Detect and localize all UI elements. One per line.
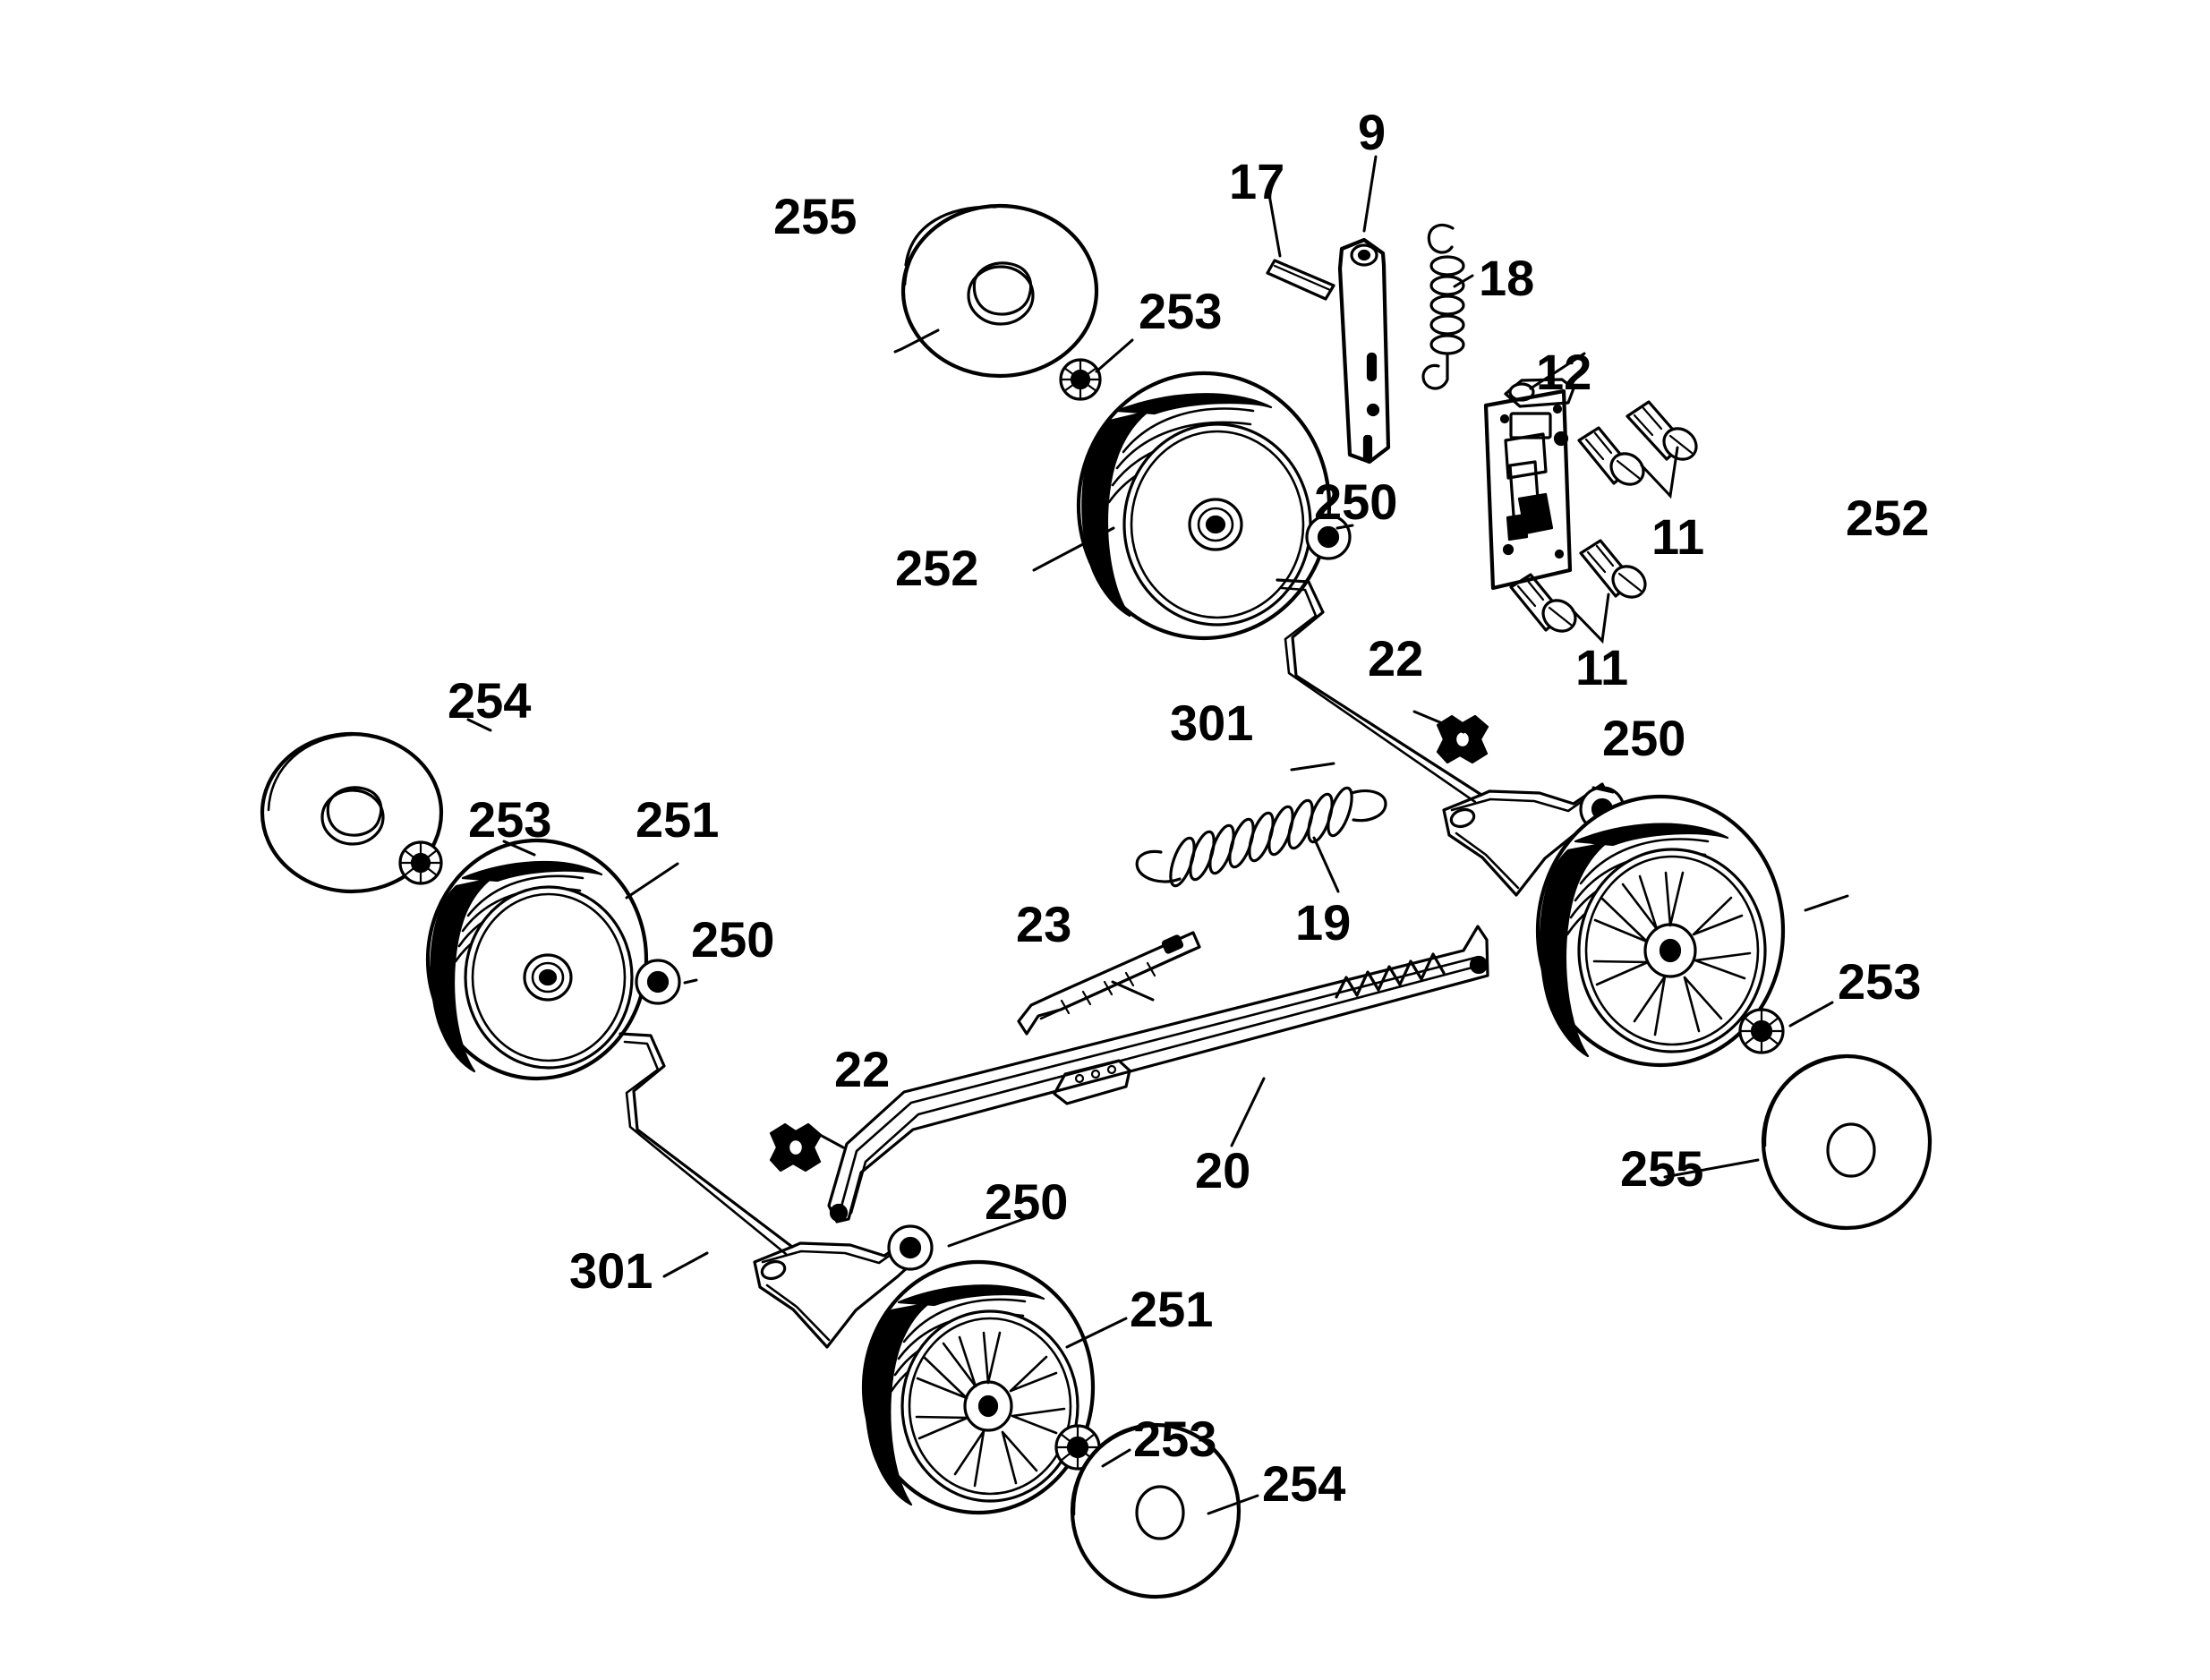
callout-9: 9: [1358, 104, 1387, 160]
part-19-extension-spring: [1135, 786, 1387, 888]
part-301-wheel-bracket-rod-upper: [1276, 578, 1613, 897]
callout-250-bot: 250: [985, 1173, 1069, 1230]
callout-253-top: 253: [1139, 283, 1223, 339]
callout-253-left: 253: [468, 791, 552, 848]
callout-301-lower: 301: [569, 1242, 653, 1299]
callout-250-left: 250: [691, 911, 775, 968]
callout-251-left: 251: [636, 791, 720, 848]
callout-301-upper: 301: [1170, 695, 1254, 751]
part-22-push-nut-clip-lower: [769, 1122, 823, 1173]
part-250-washer-left: [635, 959, 681, 1005]
part-12-switch-bracket: [1483, 378, 1575, 591]
part-17-roll-pin: [1266, 259, 1335, 301]
part-250-washer-top: [1305, 514, 1352, 560]
part-251-front-wheel-bottom: [861, 1259, 1096, 1515]
part-18-torsion-spring: [1421, 223, 1465, 390]
part-250-washer-bottom: [887, 1224, 934, 1271]
callout-253-right: 253: [1838, 953, 1922, 1010]
part-254-flat-washer-left: [260, 731, 444, 894]
callout-19: 19: [1295, 894, 1352, 951]
callout-18: 18: [1479, 250, 1535, 306]
part-301-wheel-bracket-rod-lower: [619, 1032, 924, 1349]
part-255-flat-washer-top: [900, 203, 1099, 379]
callout-12: 12: [1536, 344, 1592, 400]
part-253-lock-washer-right: [1738, 1008, 1785, 1054]
callout-17: 17: [1229, 153, 1285, 209]
part-255-flat-washer-right: [1761, 1053, 1933, 1231]
callout-252-right: 252: [1846, 490, 1930, 546]
callout-250-right: 250: [1602, 710, 1686, 766]
callout-254-left: 254: [448, 672, 532, 729]
callout-252-top: 252: [895, 540, 979, 596]
part-11-screws: [1509, 400, 1698, 644]
callout-22-lower: 22: [834, 1041, 891, 1097]
callout-253-bot: 253: [1133, 1411, 1217, 1467]
part-251-front-wheel-left: [425, 838, 649, 1081]
part-20-height-adjust-lever: [827, 925, 1489, 1224]
callout-255-top: 255: [773, 188, 858, 244]
callout-22-upper: 22: [1368, 630, 1424, 686]
callout-251-bot: 251: [1130, 1281, 1214, 1337]
part-9-height-adjust-rod: [1337, 237, 1391, 465]
callout-250-top: 250: [1314, 473, 1398, 530]
callout-23: 23: [1016, 896, 1072, 952]
part-253-lock-washer-top: [1059, 358, 1102, 401]
callout-20: 20: [1195, 1142, 1251, 1198]
callout-leader-lines: [466, 155, 1849, 1515]
callout-11-upper: 11: [1651, 508, 1705, 565]
callout-255-right: 255: [1620, 1140, 1704, 1197]
callout-254-bot: 254: [1262, 1455, 1346, 1512]
part-252-rear-wheel-right: [1535, 794, 1786, 1068]
callout-11-lower: 11: [1575, 639, 1629, 695]
part-253-lock-washer-left: [398, 840, 443, 885]
part-254-flat-washer-bottom: [1070, 1422, 1242, 1599]
part-252-rear-wheel-top: [1076, 371, 1332, 641]
